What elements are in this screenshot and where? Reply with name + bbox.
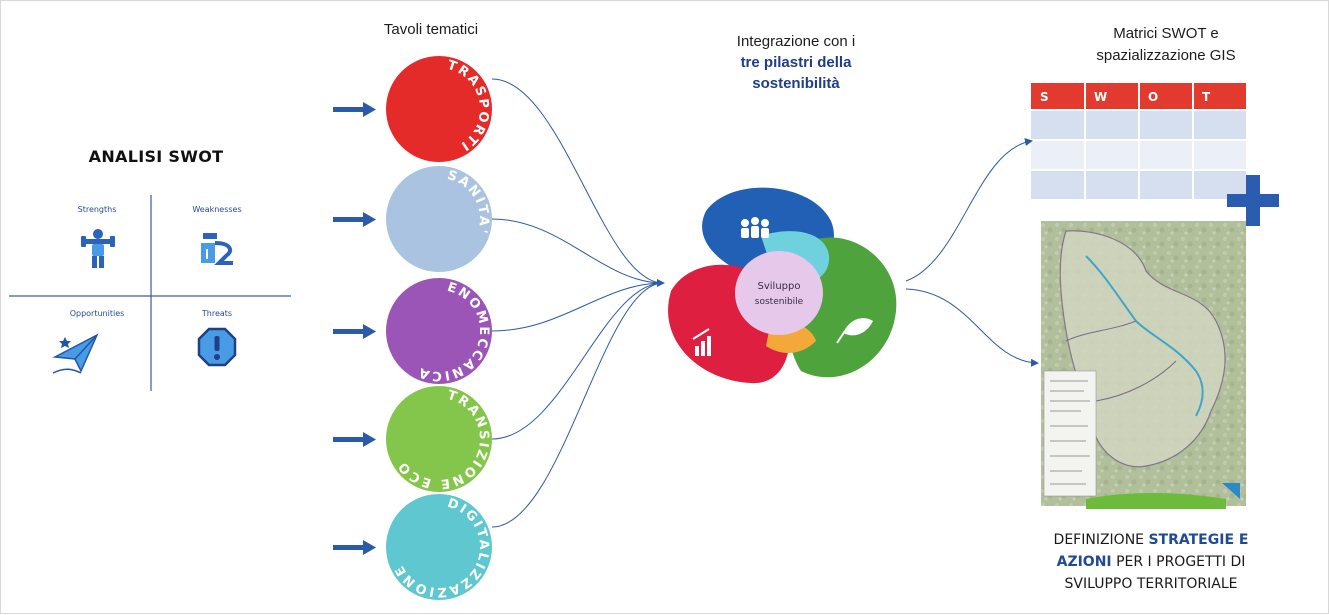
growth-chart-icon: [692, 328, 711, 356]
connector-4: [491, 282, 664, 440]
integration-heading-line1: Integrazione con i: [736, 33, 856, 50]
conclusion-line2: AZIONI PER I PROGETTI DI: [1016, 551, 1286, 573]
integration-heading: Integrazione con i tre pilastri della so…: [671, 31, 921, 94]
map-territory: [1059, 230, 1226, 468]
venn-center-line1: Sviluppo: [758, 281, 801, 292]
conclusion-text: DEFINIZIONE STRATEGIE E AZIONI PER I PRO…: [1016, 529, 1286, 595]
feed-arrow-4: [333, 432, 376, 447]
conclusion-line2-bold: AZIONI: [1056, 554, 1112, 570]
feed-arrow-1: [333, 102, 376, 117]
theme-circle-5: DIGITALIZZAZIONE: [386, 494, 492, 600]
conclusion-line1-bold: STRATEGIE E: [1148, 532, 1249, 548]
connector-5: [491, 282, 664, 528]
feed-arrow-2: [333, 212, 376, 227]
theme-circle-2: SANITA': [386, 166, 492, 272]
theme-circle-3: ENOMECCANICA: [386, 278, 492, 384]
connector-to-map: [905, 288, 1039, 367]
leaf-icon: [836, 318, 873, 344]
matrix-col-s: S: [1040, 90, 1049, 104]
integration-heading-bold2: sostenibilità: [752, 75, 840, 92]
integration-heading-bold1: tre pilastri della: [740, 54, 852, 71]
plus-icon: [1227, 175, 1279, 226]
matrix-col-t: T: [1202, 90, 1211, 104]
swot-matrix-table: S W O T: [1031, 83, 1246, 199]
quadrant-label-threats: Threats: [201, 309, 233, 318]
gis-map: [1041, 221, 1246, 509]
connector-1: [491, 78, 664, 284]
matrix-heading-line2: spazializzazione GIS: [1096, 47, 1236, 64]
sustainability-venn: Sviluppo sostenibile: [668, 187, 897, 384]
people-icon: [741, 217, 769, 238]
swot-quadrant-grid: [9, 195, 291, 391]
matrix-heading-line1: Matrici SWOT e: [1113, 25, 1219, 42]
feed-arrow-3: [333, 324, 376, 339]
swot-title: ANALISI SWOT: [88, 147, 224, 166]
theme-circle-4: TRANSIZIONE ECO: [386, 386, 492, 492]
quadrant-label-weaknesses: Weaknesses: [192, 205, 242, 214]
matrix-col-w: W: [1094, 90, 1107, 104]
matrix-heading: Matrici SWOT e spazializzazione GIS: [1046, 23, 1286, 67]
map-green-band: [1086, 493, 1226, 509]
quadrant-label-strengths: Strengths: [77, 205, 117, 214]
conclusion-line1-plain: DEFINIZIONE: [1053, 532, 1149, 548]
map-legend: [1043, 370, 1097, 497]
feed-arrow-5: [333, 540, 376, 555]
quadrant-label-opportunities: Opportunities: [69, 309, 125, 318]
venn-center-line2: sostenibile: [755, 297, 804, 307]
conclusion-line1: DEFINIZIONE STRATEGIE E: [1016, 529, 1286, 551]
swot-matrix-and-map: S W O T: [1031, 83, 1279, 509]
matrix-col-o: O: [1148, 90, 1158, 104]
connector-2: [491, 218, 664, 284]
strongman-icon: [81, 229, 115, 268]
conclusion-line3: SVILUPPO TERRITORIALE: [1064, 576, 1238, 592]
warning-sign-icon: [197, 327, 237, 367]
broken-scale-icon: [201, 233, 233, 265]
paper-plane-icon: [52, 333, 99, 374]
conclusion-line2-plain: PER I PROGETTI DI: [1111, 554, 1246, 570]
map-river: [1085, 255, 1204, 417]
venn-center: [735, 251, 823, 335]
tables-heading: Tavoli tematici: [383, 21, 479, 38]
connector-3: [491, 279, 665, 332]
connector-to-matrix: [905, 138, 1033, 282]
